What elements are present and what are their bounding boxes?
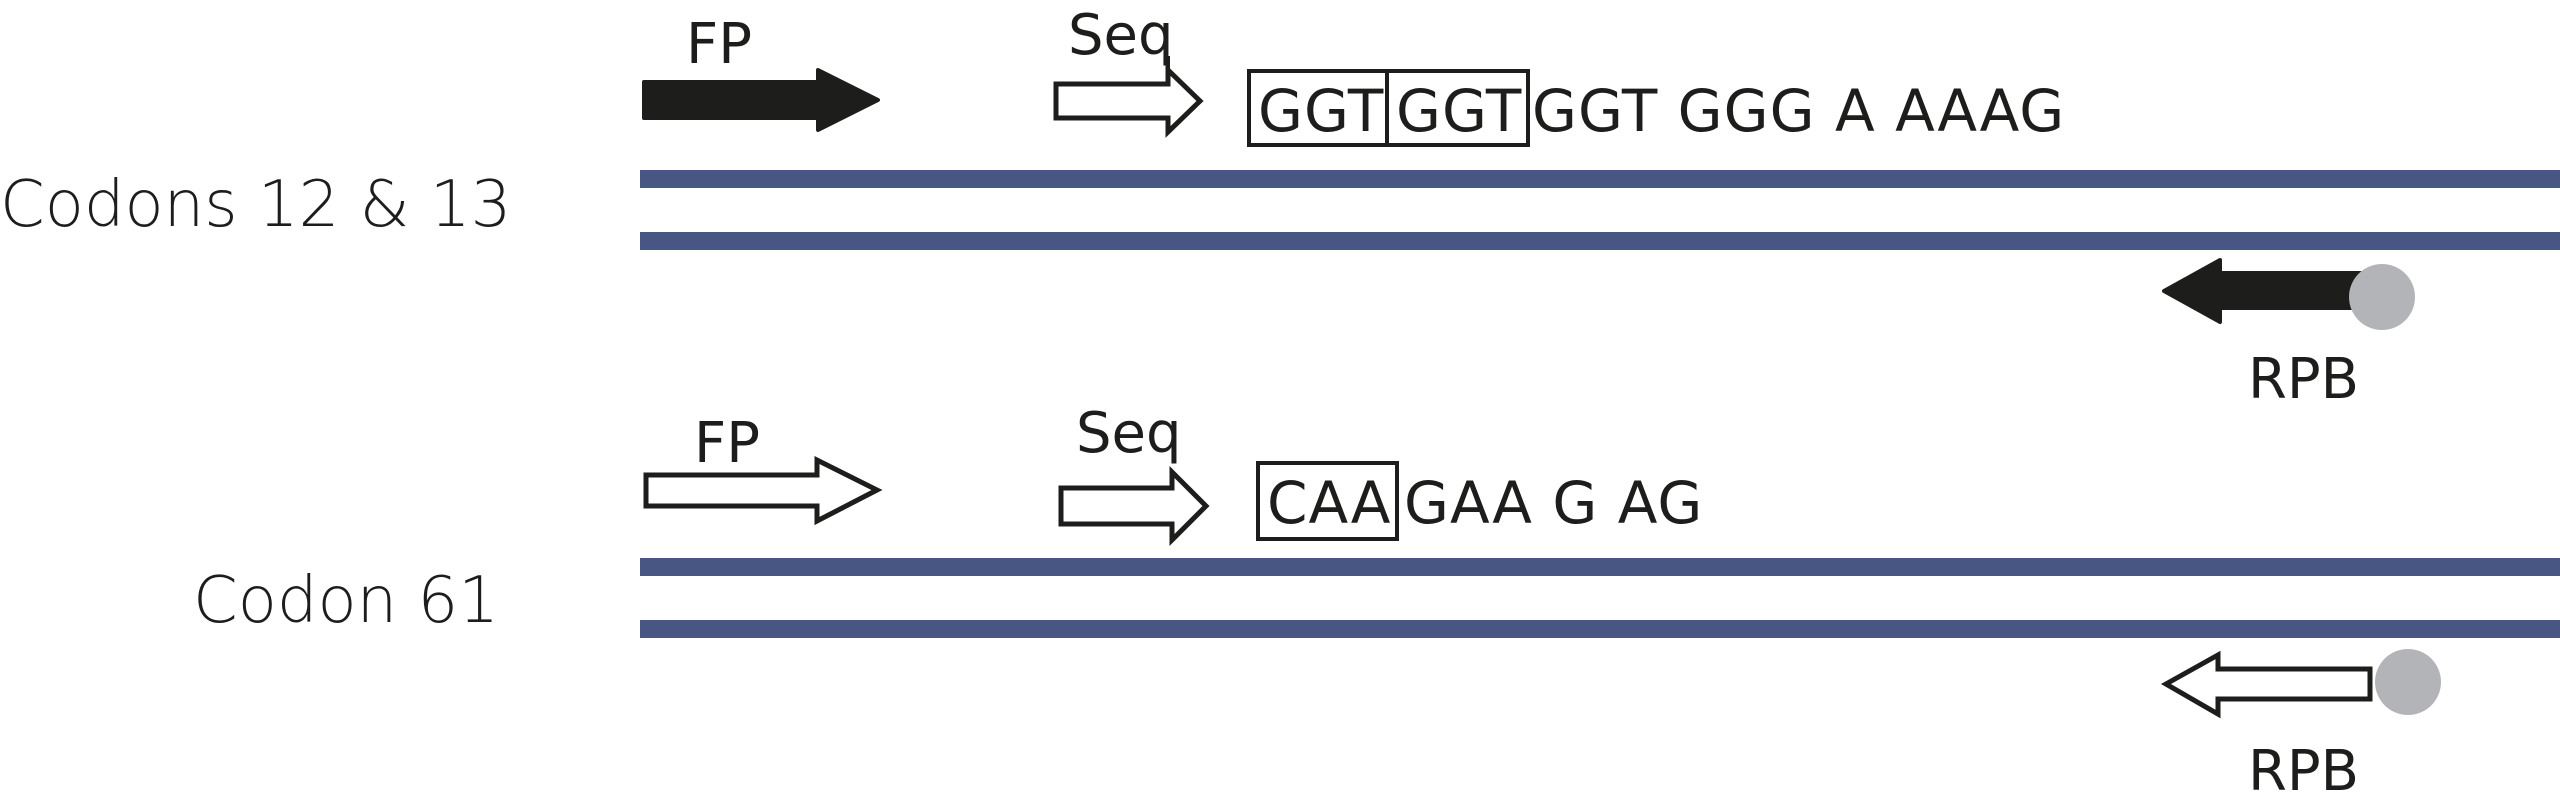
dna-strand-bottom: [640, 232, 2560, 250]
assay-codons-12-13: Codons 12 & 13 FP Seq GGT GGT GGT GGG A …: [0, 3, 2560, 412]
target-sequence: CAA GAA G AG: [1256, 461, 1703, 541]
reverse-primer-label: RPB: [2248, 347, 2359, 412]
dna-strand-top: [640, 170, 2560, 188]
sequence-remainder: GAA G AG: [1404, 469, 1703, 537]
codon-box-13: [1385, 69, 1530, 147]
region-label: Codon 61: [193, 564, 499, 638]
sequencing-primer-arrow-outline-icon: [1058, 465, 1210, 547]
biotin-label-icon: [2349, 264, 2415, 330]
reverse-primer-label: RPB: [2248, 739, 2359, 804]
dna-strand-top: [640, 558, 2560, 576]
reverse-primer-arrow-outline-icon: [2160, 650, 2373, 719]
forward-primer-label: FP: [686, 12, 752, 77]
sequencing-primer-label: Seq: [1076, 401, 1182, 466]
codon-13: GGT: [1396, 77, 1522, 145]
codon-box-61: [1256, 461, 1399, 541]
assay-codon-61: Codon 61 FP Seq CAA GAA G AG RPB: [193, 401, 2560, 804]
biotin-label-icon: [2375, 649, 2441, 715]
forward-primer-label: FP: [694, 411, 760, 476]
codon-12: GGT: [1258, 77, 1384, 145]
target-sequence: GGT GGT GGT GGG A AAAG: [1247, 69, 2065, 147]
region-label: Codons 12 & 13: [0, 168, 511, 242]
forward-primer-arrow-filled-icon: [642, 68, 880, 132]
codon-61: CAA: [1267, 469, 1391, 537]
sequencing-primer-label: Seq: [1068, 3, 1174, 68]
dna-strand-bottom: [640, 620, 2560, 638]
forward-primer-arrow-outline-icon: [643, 455, 883, 526]
sequence-remainder: GGT GGG A AAAG: [1532, 77, 2065, 145]
sequencing-primer-arrow-outline-icon: [1053, 64, 1204, 138]
